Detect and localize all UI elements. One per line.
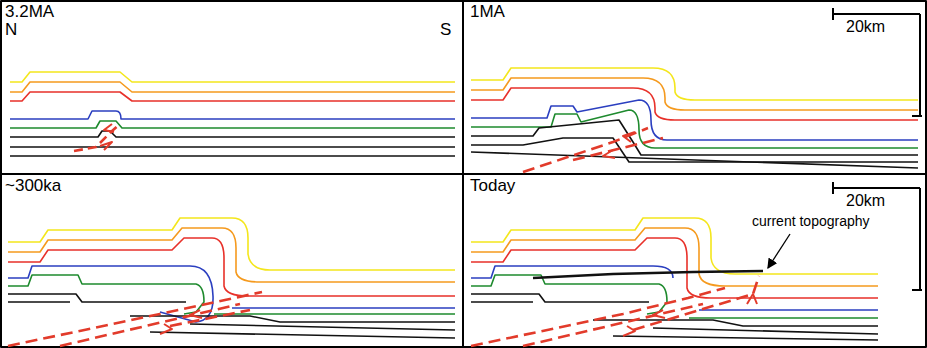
fault-line [523,128,648,172]
strata-line [10,146,455,148]
fault-line [8,292,262,346]
strata-line [471,152,918,168]
leader-arrow [768,234,790,268]
strata-line [10,155,455,157]
strata-line [471,138,918,162]
fault-line [633,276,759,330]
panel-label: N [5,21,17,40]
strata-line [150,332,455,338]
panel-frame [463,1,926,174]
strata-line [471,266,878,310]
slip-arrow [623,294,757,336]
panel-frame [463,174,926,347]
strata-line [471,100,918,140]
strata-line [471,228,878,286]
panel-frame [1,1,463,174]
strata-line [471,78,918,110]
strata-line [471,120,918,155]
slip-arrow [160,310,202,334]
strata-line [471,88,918,120]
strata-line [613,336,878,340]
slip-arrow [100,124,114,150]
strata-line [10,111,455,119]
strata-line [8,302,455,330]
slip-arrow [603,132,635,158]
panel-label: 20km [846,18,885,36]
strata-line [8,294,455,322]
panel-label: 3.2MA [5,3,54,22]
strata-line [10,82,455,92]
strata-line [8,238,455,296]
topography-line [533,271,763,278]
strata-line [8,228,455,282]
strata-line [10,121,455,128]
fault-line [573,138,663,160]
scale-bar [833,182,922,290]
strata-line [10,131,455,137]
panel-frame [1,174,463,347]
panel-label: S [440,21,451,40]
fault-line [471,288,725,346]
strata-line [10,72,455,82]
panel-label: ~300ka [5,177,61,196]
fault-line [60,304,240,346]
strata-line [10,92,455,101]
scale-bar [833,8,922,116]
strata-line [471,238,878,298]
fault-line [523,304,703,346]
strata-line [8,218,455,270]
strata-line [471,68,918,100]
panel-label: current topography [752,214,870,229]
fault-line [74,124,120,151]
panel-label: Today [470,177,515,196]
panel-label: 20km [846,192,885,210]
panel-label: 1MA [470,3,505,22]
fault-line [170,310,250,326]
